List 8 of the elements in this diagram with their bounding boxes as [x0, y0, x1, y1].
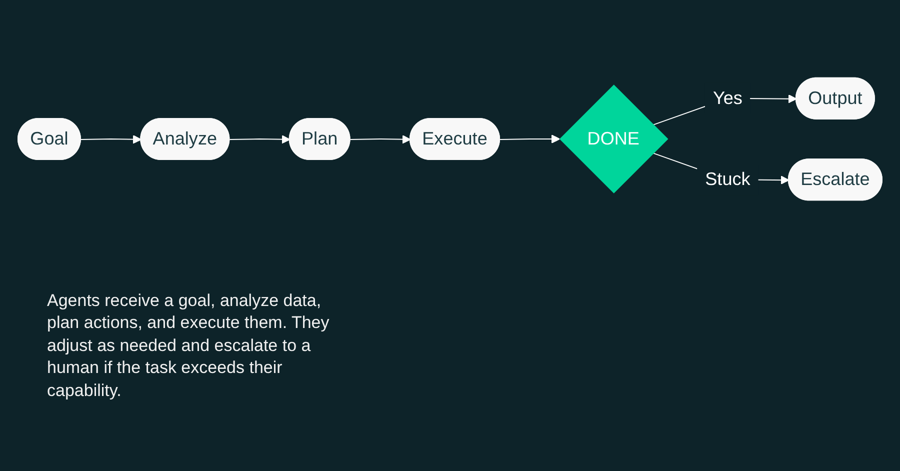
arrow — [350, 134, 411, 144]
edge-label: Yes — [712, 88, 742, 108]
arrow — [500, 134, 560, 144]
arrow — [80, 134, 142, 144]
description-text: Agents receive a goal, analyze data, plan actions, and execute them. They adjust as needed and escalate to a human if the task exceeds their capability. — [47, 290, 330, 402]
edge-label: Stuck — [705, 169, 750, 190]
node-diamond: DONE — [559, 84, 668, 194]
arrow — [230, 134, 290, 144]
